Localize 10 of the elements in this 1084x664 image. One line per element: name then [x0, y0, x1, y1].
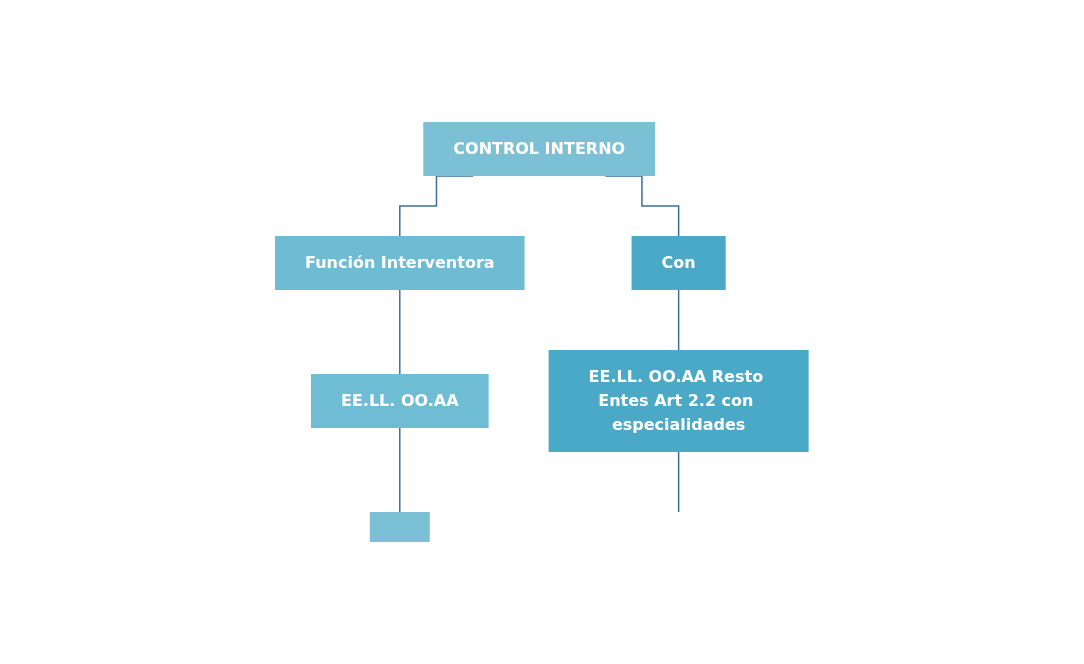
connector [399, 427, 401, 513]
node-box [370, 512, 430, 542]
connector [399, 289, 401, 375]
node-box: Función Interventora [275, 236, 525, 290]
node-box: Con [631, 236, 726, 290]
node-box: EE.LL. OO.AA [311, 374, 489, 428]
node-box: EE.LL. OO.AA Resto Entes Art 2.2 con especialidades [548, 350, 809, 452]
node-box: CONTROL INTERNO [423, 122, 656, 176]
connector [678, 289, 680, 351]
connector [678, 451, 680, 513]
